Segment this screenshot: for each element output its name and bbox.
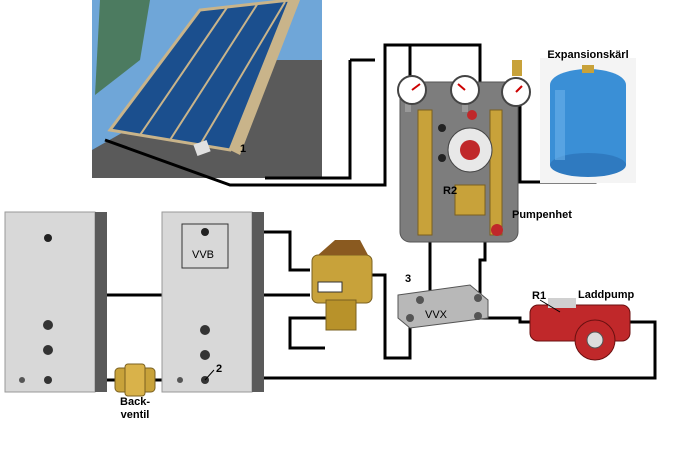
charging-pump (529, 298, 631, 361)
pressure-gauge-middle (450, 75, 480, 112)
check-valve (114, 363, 156, 397)
expansion-vessel (540, 58, 636, 183)
marker-2: 2 (216, 363, 222, 375)
storage-tank-left (4, 211, 107, 393)
pump-unit (399, 81, 519, 243)
heat-exchanger (397, 284, 489, 329)
marker-1: 1 (240, 143, 246, 155)
marker-2-pointer (204, 369, 215, 381)
heat-exchanger-label: VVX (425, 309, 448, 321)
expansion-vessel-label: Expansionskärl (547, 49, 628, 61)
solar-collector-photo (92, 0, 322, 178)
pressure-gauge-right (501, 60, 531, 107)
marker-3: 3 (405, 273, 411, 285)
r1-pointer (539, 299, 561, 313)
check-valve-label-line1: Back- (120, 396, 150, 408)
charging-pump-label: Laddpump (578, 289, 634, 301)
pressure-gauge-left (397, 75, 427, 112)
storage-tank-vvb (161, 211, 264, 393)
r2-label: R2 (443, 185, 457, 197)
mixing-valve (311, 240, 373, 331)
r1-label: R1 (532, 290, 546, 302)
check-valve-label-line2: ventil (121, 409, 150, 421)
pump-unit-label: Pumpenhet (512, 209, 572, 221)
hot-water-tank-label: VVB (192, 249, 214, 261)
